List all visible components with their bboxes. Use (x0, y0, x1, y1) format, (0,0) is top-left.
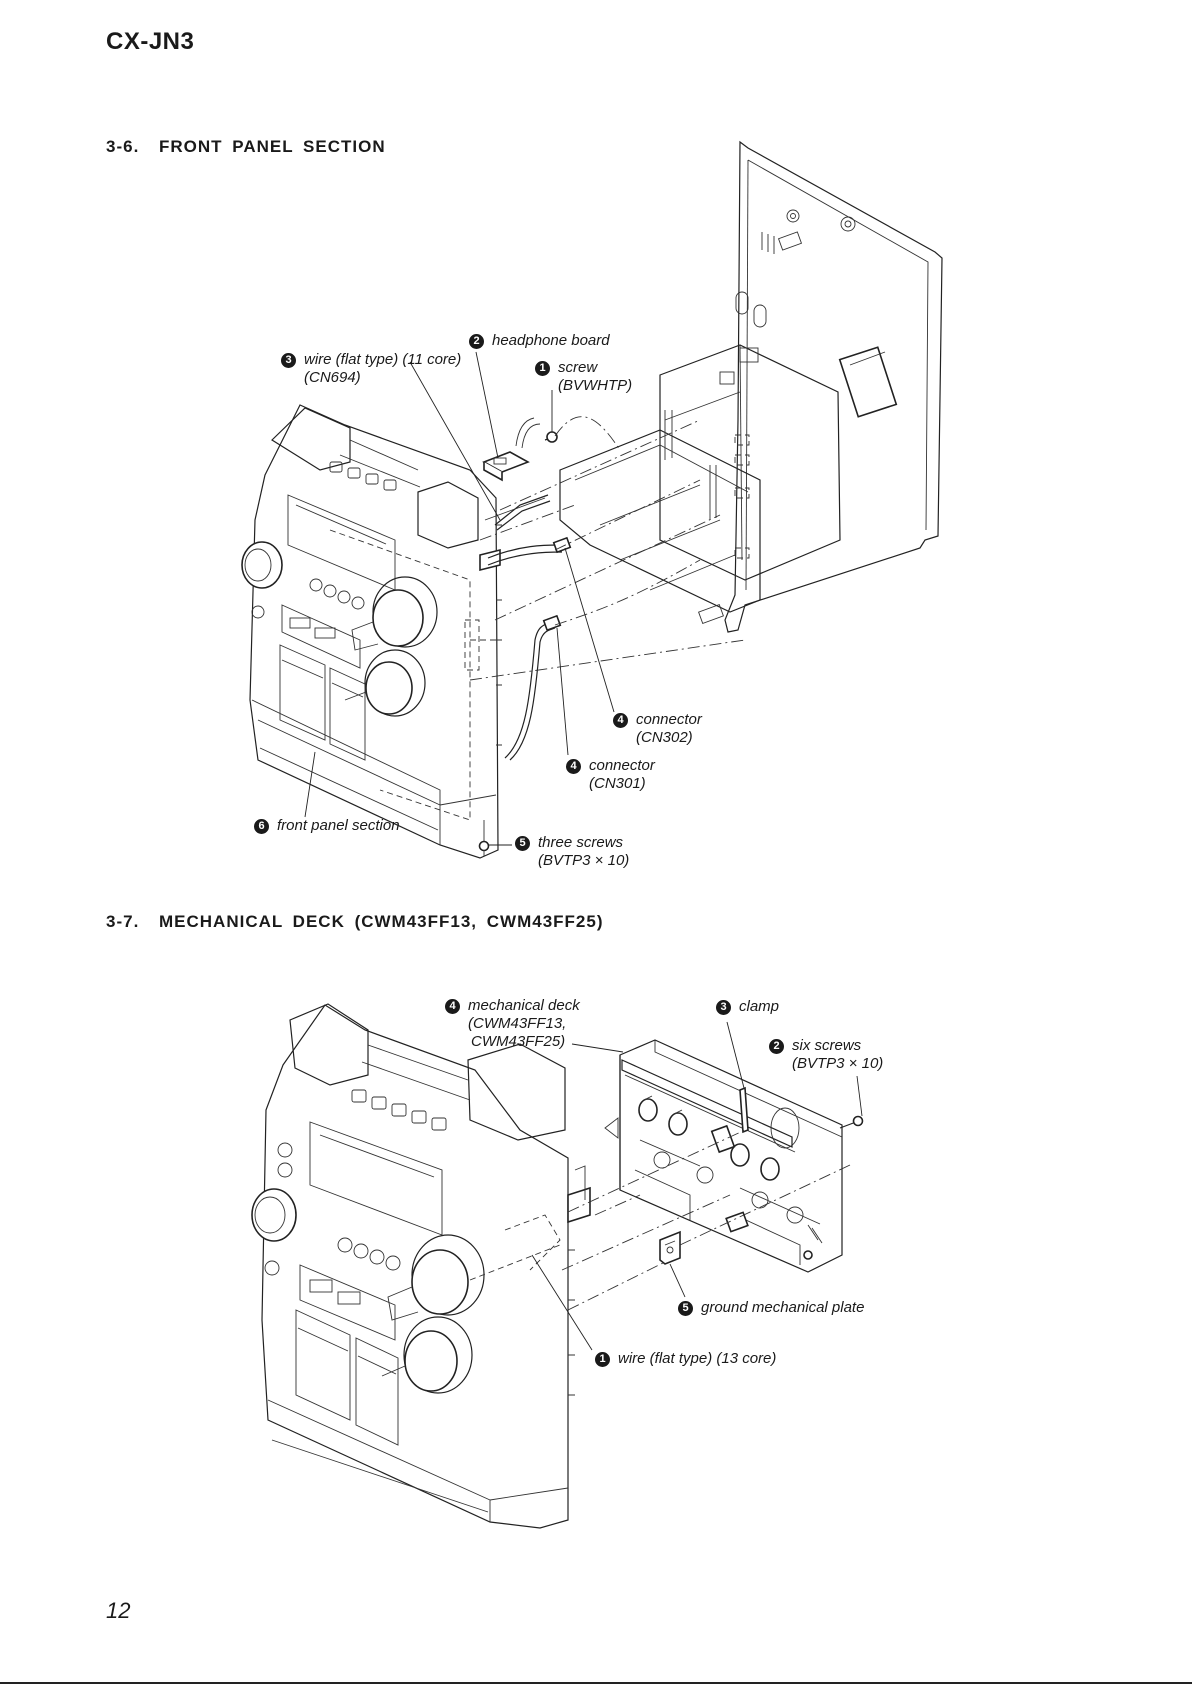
assembly-guide-lines-3-7 (561, 1129, 851, 1311)
callout-text: clamp (739, 998, 780, 1015)
ground-plate-drawing (659, 1230, 681, 1265)
callout-subtext: (BVTP3 × 10) (538, 852, 630, 869)
callout-headphone-board: 2 headphone board (469, 332, 610, 350)
callout-number: 6 (254, 819, 269, 834)
model-name: CX-JN3 (106, 28, 195, 55)
callout-number: 4 (445, 999, 460, 1014)
callout-text: headphone board (492, 332, 610, 349)
callout-text: ground mechanical plate (701, 1299, 865, 1316)
callout-text: wire (flat type) (11 core) (304, 351, 462, 368)
callout-subtext: (CN694) (304, 369, 361, 386)
callout-number: 3 (716, 1000, 731, 1015)
callout-six-screws: 2 six screws (BVTP3 × 10) (769, 1037, 883, 1073)
callout-number: 4 (566, 759, 581, 774)
three-screws-drawing (478, 820, 490, 856)
front-panel-unit-drawing (241, 404, 502, 859)
callout-text: six screws (792, 1037, 862, 1054)
section-3-6-title: 3-6. FRONT PANEL SECTION (106, 137, 386, 157)
callout-subtext: (CWM43FF13, (468, 1015, 567, 1032)
six-screws-drawing (839, 1115, 864, 1129)
callout-text: connector (636, 711, 702, 728)
callout-subtext: (CN302) (636, 729, 693, 746)
callout-number: 1 (535, 361, 550, 376)
page-number: 12 (106, 1598, 131, 1623)
callout-number: 5 (678, 1301, 693, 1316)
callout-connector-cn302: 4 connector (CN302) (613, 711, 702, 747)
callout-number: 3 (281, 353, 296, 368)
callout-subtext: (BVWHTP) (558, 377, 633, 394)
callout-text: three screws (538, 834, 624, 851)
callout-clamp: 3 clamp (716, 998, 779, 1016)
section-title-text: FRONT PANEL SECTION (159, 137, 386, 156)
callout-number: 4 (613, 713, 628, 728)
callout-subtext: (BVTP3 × 10) (792, 1055, 884, 1072)
clamp-drawing (739, 1086, 749, 1134)
front-panel-unit-drawing-2 (251, 1003, 591, 1529)
callout-ground-mechanical-plate: 5 ground mechanical plate (678, 1299, 864, 1317)
screw-drawing (544, 431, 558, 443)
callout-number: 1 (595, 1352, 610, 1367)
callout-wire-11-core: 3 wire (flat type) (11 core) (CN694) (281, 351, 461, 387)
callout-number: 5 (515, 836, 530, 851)
callout-text: mechanical deck (468, 997, 580, 1014)
connector-cables-drawing (487, 536, 572, 761)
chassis-frame-drawing (559, 140, 943, 633)
callout-screw: 1 screw (BVWHTP) (535, 359, 632, 395)
callout-number: 2 (469, 334, 484, 349)
callout-wire-13-core: 1 wire (flat type) (13 core) (595, 1350, 776, 1368)
flat-wire-11-drawing (484, 494, 551, 531)
callout-text: connector (589, 757, 655, 774)
section-number: 3-6. (106, 137, 140, 156)
callout-text: wire (flat type) (13 core) (618, 1350, 777, 1367)
bottom-divider (0, 1682, 1192, 1684)
callout-subtext: (CN301) (589, 775, 646, 792)
callout-text: front panel section (277, 817, 400, 834)
headphone-board-drawing (482, 417, 541, 482)
section-number: 3-7. (106, 912, 140, 931)
callout-text: screw (558, 359, 598, 376)
leader-lines-3-7 (531, 1021, 863, 1351)
section-title-text: MECHANICAL DECK (CWM43FF13, CWM43FF25) (159, 912, 604, 931)
callout-subtext: CWM43FF25) (471, 1033, 566, 1050)
leader-lines-3-6 (304, 351, 615, 846)
callout-three-screws: 5 three screws (BVTP3 × 10) (515, 834, 629, 870)
callout-mechanical-deck: 4 mechanical deck (CWM43FF13, CWM43FF25) (445, 997, 580, 1051)
callout-connector-cn301: 4 connector (CN301) (566, 757, 655, 793)
section-3-7-title: 3-7. MECHANICAL DECK (CWM43FF13, CWM43FF2… (106, 912, 604, 932)
callout-number: 2 (769, 1039, 784, 1054)
assembly-guide-lines-3-6 (469, 416, 746, 681)
mechanical-deck-drawing (604, 1039, 843, 1273)
callout-front-panel-section: 6 front panel section (254, 817, 400, 835)
